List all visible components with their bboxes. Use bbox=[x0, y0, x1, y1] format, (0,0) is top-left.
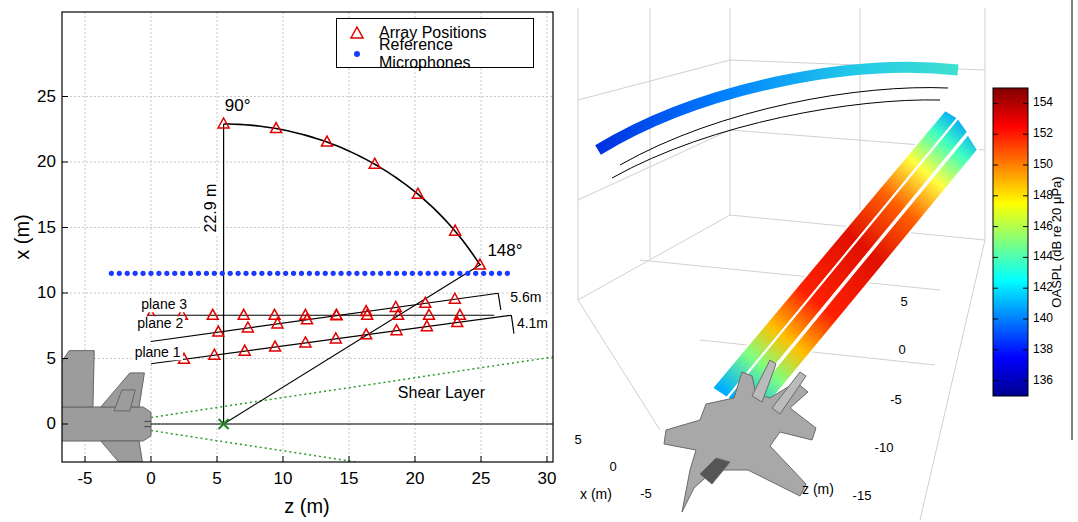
colorbar-tick-label: 150 bbox=[1033, 158, 1053, 171]
tick-label: 15 bbox=[340, 470, 359, 489]
tick-label: 5 bbox=[47, 349, 56, 368]
source-marker bbox=[219, 419, 229, 429]
legend-marker bbox=[343, 25, 371, 41]
legend-box: Array PositionsReference Microphones bbox=[336, 18, 534, 68]
tick-label: 10 bbox=[274, 470, 293, 489]
arc-outline bbox=[620, 88, 948, 165]
tick-label: 25 bbox=[37, 87, 56, 106]
colorbar-title: OASPL (dB re 20 μPa) bbox=[1050, 176, 1064, 307]
tick-label: 5 bbox=[212, 470, 221, 489]
panel-border bbox=[1072, 0, 1073, 440]
colorbar-tick-label: 152 bbox=[1033, 128, 1053, 141]
construction-lines bbox=[147, 124, 514, 424]
axis-ticks bbox=[62, 97, 547, 463]
angle-label: 90° bbox=[225, 97, 251, 116]
shear-layer-line bbox=[151, 431, 441, 462]
aircraft-3d bbox=[664, 360, 816, 512]
layout-plot bbox=[32, 12, 560, 475]
tick-label: 0 bbox=[609, 460, 616, 474]
axis-title: z (m) bbox=[802, 482, 834, 497]
aircraft-silhouette bbox=[62, 351, 151, 462]
dimension-label: 5.6m bbox=[508, 291, 543, 306]
arc-outline bbox=[612, 100, 940, 178]
legend-text: Reference Microphones bbox=[379, 36, 527, 72]
plane-surfaces bbox=[712, 110, 978, 414]
legend-marker bbox=[343, 46, 371, 62]
axis-title: x (m) bbox=[580, 487, 612, 502]
colorbar-tick-label: 136 bbox=[1033, 374, 1053, 387]
oaspl-3d-view bbox=[578, 0, 1072, 520]
dimension-label: 22.9 m bbox=[202, 181, 220, 234]
colorbar-ticks bbox=[993, 103, 1028, 380]
colorbar-tick-label: 140 bbox=[1033, 312, 1053, 325]
jet-axis bbox=[151, 424, 553, 425]
tick-label: -15 bbox=[853, 489, 872, 503]
tick-label: 0 bbox=[47, 415, 56, 434]
dimension-label: 4.1m bbox=[515, 317, 550, 332]
tick-label: -5 bbox=[890, 393, 902, 407]
tick-label: -5 bbox=[77, 470, 92, 489]
tick-label: 25 bbox=[472, 470, 491, 489]
tick-label: 30 bbox=[538, 470, 557, 489]
shear-layer-line bbox=[151, 356, 553, 418]
tick-label: 10 bbox=[37, 284, 56, 303]
plane-label: plane 2 bbox=[135, 317, 185, 332]
tick-label: 20 bbox=[406, 470, 425, 489]
plot-frame bbox=[62, 12, 553, 462]
tick-label: -5 bbox=[640, 487, 652, 501]
plane-label: plane 1 bbox=[133, 345, 183, 360]
colorbar bbox=[993, 88, 1028, 396]
axis-title: z (m) bbox=[284, 495, 330, 517]
colorbar-tick-label: 138 bbox=[1033, 343, 1053, 356]
angle-label: 148° bbox=[485, 242, 524, 261]
legend-entry: Reference Microphones bbox=[343, 43, 527, 64]
region-label: Shear Layer bbox=[396, 384, 487, 402]
3d-grid bbox=[578, 8, 985, 520]
tick-label: 15 bbox=[37, 218, 56, 237]
tick-label: 20 bbox=[37, 153, 56, 172]
tick-label: 5 bbox=[900, 295, 907, 309]
arc-array-surface bbox=[598, 67, 958, 150]
tick-label: 0 bbox=[898, 343, 905, 357]
reference-microphones bbox=[109, 271, 510, 276]
axis-title: x (m) bbox=[11, 214, 33, 260]
tick-label: 0 bbox=[146, 470, 155, 489]
array-positions bbox=[146, 118, 486, 363]
tick-label: -10 bbox=[875, 441, 894, 455]
colorbar-tick-label: 154 bbox=[1033, 97, 1053, 110]
tick-label: 5 bbox=[574, 433, 581, 447]
plane-label: plane 3 bbox=[139, 297, 189, 312]
grid-lines bbox=[62, 12, 553, 462]
